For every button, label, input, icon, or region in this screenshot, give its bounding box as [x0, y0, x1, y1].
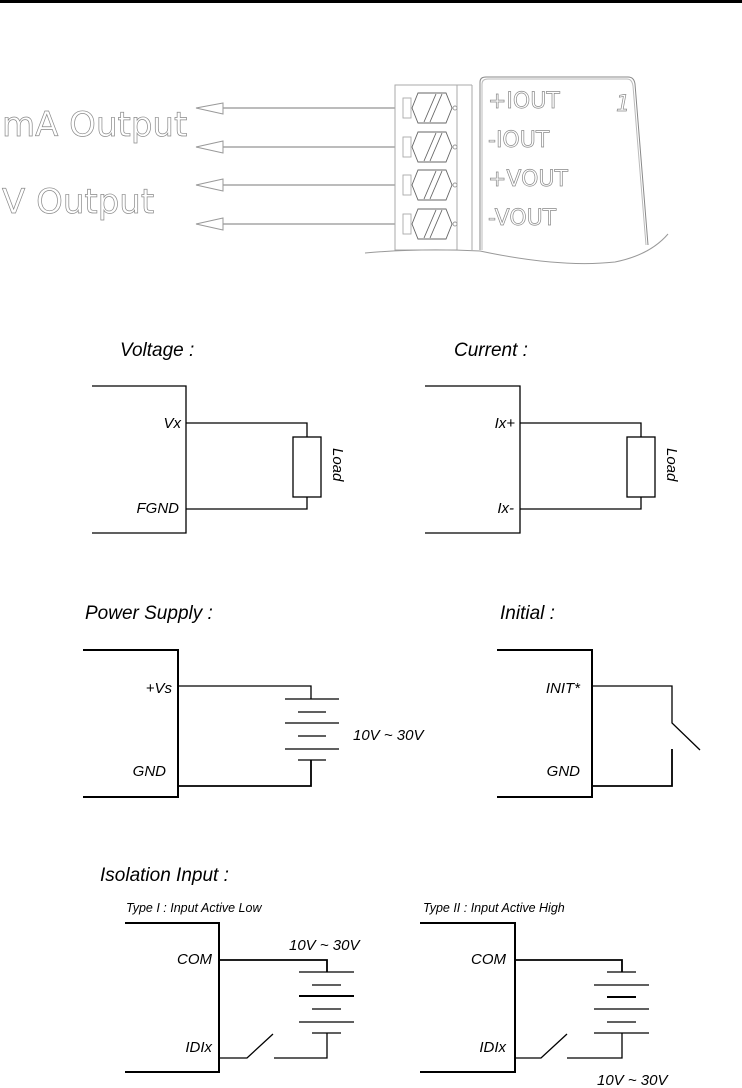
isolation-title: Isolation Input :: [100, 865, 229, 886]
screw-icon: [402, 92, 458, 124]
voltage-range: 10V ~ 30V: [289, 937, 361, 954]
terminal-screws: [402, 92, 458, 240]
load-label: Load: [329, 448, 346, 482]
pin-ix-minus: Ix-: [497, 500, 514, 517]
power-supply-diagram: Power Supply : +Vs GND 10V ~ 30V: [83, 603, 425, 798]
arrow-3: [195, 178, 395, 192]
ma-output-label: mA Output: [2, 105, 187, 145]
wire-top: [520, 422, 642, 437]
pin-ix-plus: Ix+: [495, 415, 516, 432]
terminal-label-iout-minus: -IOUT: [488, 128, 550, 153]
terminal-label-iout-plus: +IOUT: [488, 89, 560, 114]
load-resistor: [292, 436, 322, 498]
pin-number: 1: [616, 92, 630, 117]
screw-icon: [402, 169, 458, 201]
wire-bottom: [178, 760, 312, 787]
switch-icon: [515, 1033, 568, 1059]
terminal-label-vout-plus: +VOUT: [488, 167, 569, 192]
pin-gnd: GND: [547, 763, 581, 780]
voltage-range: 10V ~ 30V: [353, 727, 425, 744]
v-output-label: V Output: [2, 182, 154, 222]
load-resistor: [626, 436, 656, 498]
screw-icon: [402, 208, 458, 240]
wire-top: [178, 685, 312, 699]
wire-top: [186, 422, 308, 437]
module-box: [125, 922, 220, 1073]
top-rule: [0, 0, 742, 3]
arrow-4: [195, 217, 395, 231]
battery-icon: [594, 971, 649, 1034]
wire-bottom: [592, 749, 673, 787]
pin-idix: IDIx: [479, 1039, 506, 1056]
current-title: Current :: [454, 340, 528, 361]
screw-icon: [402, 131, 458, 163]
pin-init: INIT*: [546, 680, 581, 697]
module-housing: [364, 76, 669, 265]
output-arrows: [195, 102, 395, 231]
wire-top: [219, 959, 328, 972]
wire-bottom: [520, 497, 642, 510]
wire-top-switch: [592, 685, 701, 751]
wire-top: [515, 959, 623, 972]
type2-subtitle: Type II : Input Active High: [423, 901, 565, 915]
wire-battery-return: [567, 1033, 623, 1059]
module-box: [425, 385, 521, 534]
voltage-title: Voltage :: [120, 340, 194, 361]
voltage-range: 10V ~ 30V: [597, 1072, 669, 1088]
wire-bottom: [186, 497, 308, 510]
type1-subtitle: Type I : Input Active Low: [126, 901, 262, 915]
pin-vx: Vx: [163, 415, 181, 432]
battery-icon: [299, 971, 354, 1034]
current-diagram: Current : Ix+ Ix- Load: [425, 340, 680, 534]
module-box: [83, 649, 179, 798]
load-label: Load: [663, 448, 680, 482]
pin-vs: +Vs: [146, 680, 173, 697]
initial-title: Initial :: [500, 603, 555, 624]
pin-gnd: GND: [133, 763, 167, 780]
power-supply-title: Power Supply :: [85, 603, 213, 624]
isolation-input-diagram: Isolation Input : Type I : Input Active …: [100, 865, 669, 1088]
switch-icon: [219, 1033, 274, 1059]
pin-com: COM: [471, 951, 507, 968]
module-box: [420, 922, 516, 1073]
terminal-label-vout-minus: -VOUT: [488, 206, 557, 231]
type2-diagram: Type II : Input Active High COM IDIx 10V…: [420, 901, 669, 1088]
pin-fgnd: FGND: [137, 500, 180, 517]
initial-diagram: Initial : INIT* GND: [497, 603, 701, 798]
arrow-1: [195, 102, 395, 115]
connector-drawing: mA Output V Output: [2, 76, 669, 265]
type1-diagram: Type I : Input Active Low COM IDIx 10V ~…: [125, 901, 361, 1073]
module-box: [497, 649, 593, 798]
terminal-block: [394, 84, 473, 251]
module-box: [92, 385, 187, 534]
pin-com: COM: [177, 951, 213, 968]
pin-idix: IDIx: [185, 1039, 212, 1056]
battery-icon: [285, 698, 339, 761]
wire-battery-return: [274, 1033, 328, 1059]
arrow-2: [195, 140, 395, 154]
voltage-diagram: Voltage : Vx FGND Load: [92, 340, 346, 534]
